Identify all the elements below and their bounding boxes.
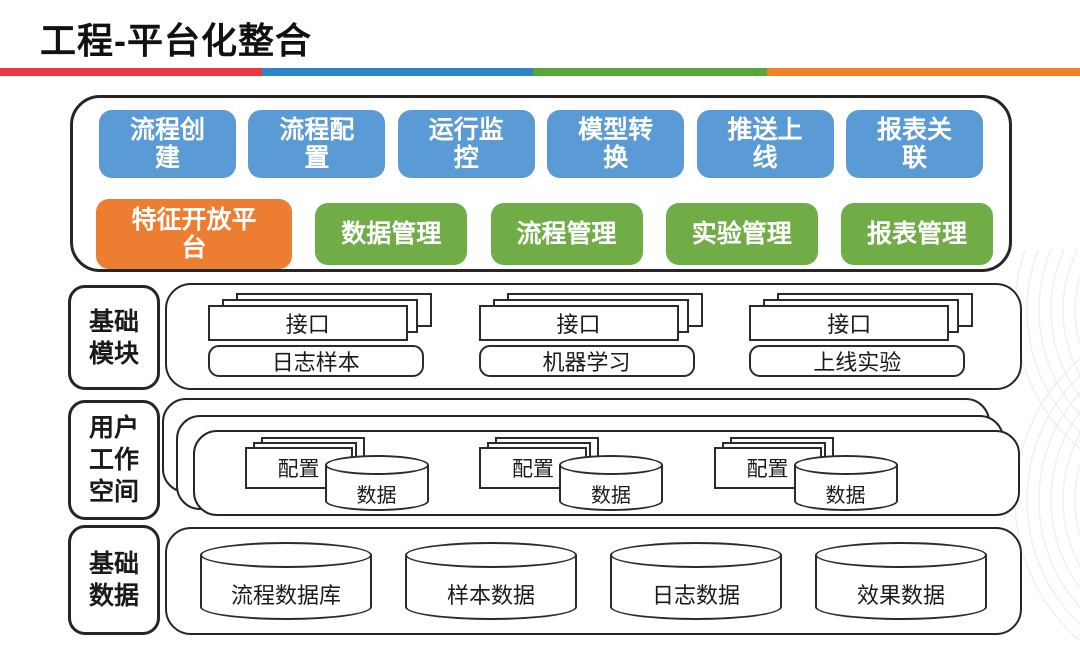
divider-segment-orange <box>767 68 1080 76</box>
base-data-label: 基础数据 <box>68 525 160 635</box>
user-workspace-section: 配置 数据 配置 数据 配置 数据 <box>193 430 1020 516</box>
cylinder-top <box>324 455 429 475</box>
base-data-section: 流程数据库 样本数据 日志数据 效果数据 <box>165 527 1022 635</box>
workspace-group: 配置 数据 <box>244 437 430 511</box>
result-data-cylinder: 效果数据 <box>815 542 987 620</box>
interface-stack: 接口 <box>478 304 679 341</box>
page-title: 工程-平台化整合 <box>40 20 312 61</box>
data-cylinder: 数据 <box>324 455 429 511</box>
cylinder-top <box>559 455 663 475</box>
data-mgmt-button: 数据管理 <box>315 203 468 265</box>
data-cylinder: 数据 <box>559 455 663 511</box>
cylinder-top <box>405 542 577 568</box>
experiment-mgmt-button: 实验管理 <box>665 203 818 265</box>
cylinder-label: 效果数据 <box>856 583 945 608</box>
divider-segment-green <box>533 68 767 76</box>
cylinder-label: 数据 <box>356 485 397 507</box>
cylinder-top <box>200 542 372 568</box>
process-create-button: 流程创建 <box>99 110 236 178</box>
process-config-button: 流程配置 <box>248 110 386 178</box>
report-mgmt-button: 报表管理 <box>841 203 993 265</box>
process-db-cylinder: 流程数据库 <box>200 542 372 620</box>
log-data-cylinder: 日志数据 <box>610 542 782 620</box>
platform-row-blue: 流程创建 流程配置 运行监控 模型转换 推送上线 报表关联 <box>73 98 1009 178</box>
module-group-machine-learning: 接口 机器学习 <box>478 292 709 381</box>
cylinder-body <box>405 555 577 620</box>
cylinder-label: 日志数据 <box>651 583 740 608</box>
run-monitor-button: 运行监控 <box>397 110 535 178</box>
interface-stack: 接口 <box>749 304 950 341</box>
sample-data-cylinder: 样本数据 <box>405 542 577 620</box>
cylinder-label: 流程数据库 <box>230 583 341 608</box>
data-cylinder: 数据 <box>793 455 898 511</box>
config-stack: 配置 <box>244 447 353 489</box>
cylinder-top <box>610 542 782 568</box>
report-link-button: 报表关联 <box>845 110 983 178</box>
platform-panel: 流程创建 流程配置 运行监控 模型转换 推送上线 报表关联 特征开放平台 数据管… <box>70 95 1012 272</box>
cylinder-label: 数据 <box>825 485 866 507</box>
workspace-group: 配置 数据 <box>479 437 664 511</box>
model-convert-button: 模型转换 <box>547 110 685 178</box>
module-group-online-experiment: 接口 上线实验 <box>749 292 979 381</box>
machine-learning-box: 机器学习 <box>478 344 695 377</box>
divider-segment-red <box>0 68 262 76</box>
cylinder-top <box>815 542 987 568</box>
log-sample-box: 日志样本 <box>207 344 424 377</box>
online-experiment-box: 上线实验 <box>749 344 966 377</box>
cylinder-label: 样本数据 <box>446 583 535 608</box>
base-modules-label: 基础模块 <box>68 285 160 390</box>
user-workspace-label: 用户工作空间 <box>68 400 160 520</box>
cylinder-top <box>793 455 898 475</box>
cylinder-label: 数据 <box>591 485 631 507</box>
push-online-button: 推送上线 <box>696 110 834 178</box>
feature-platform-button: 特征开放平台 <box>96 199 292 269</box>
process-mgmt-button: 流程管理 <box>490 203 643 265</box>
base-modules-section: 接口 日志样本 接口 机器学习 接口 上线实验 <box>165 283 1022 390</box>
platform-row-mgmt: 特征开放平台 数据管理 流程管理 实验管理 报表管理 <box>73 178 1009 269</box>
divider-segment-blue <box>262 68 533 76</box>
module-group-log-sample: 接口 日志样本 <box>207 292 438 381</box>
interface-stack: 接口 <box>207 304 408 341</box>
title-divider <box>0 68 1080 76</box>
workspace-group: 配置 数据 <box>713 437 899 511</box>
